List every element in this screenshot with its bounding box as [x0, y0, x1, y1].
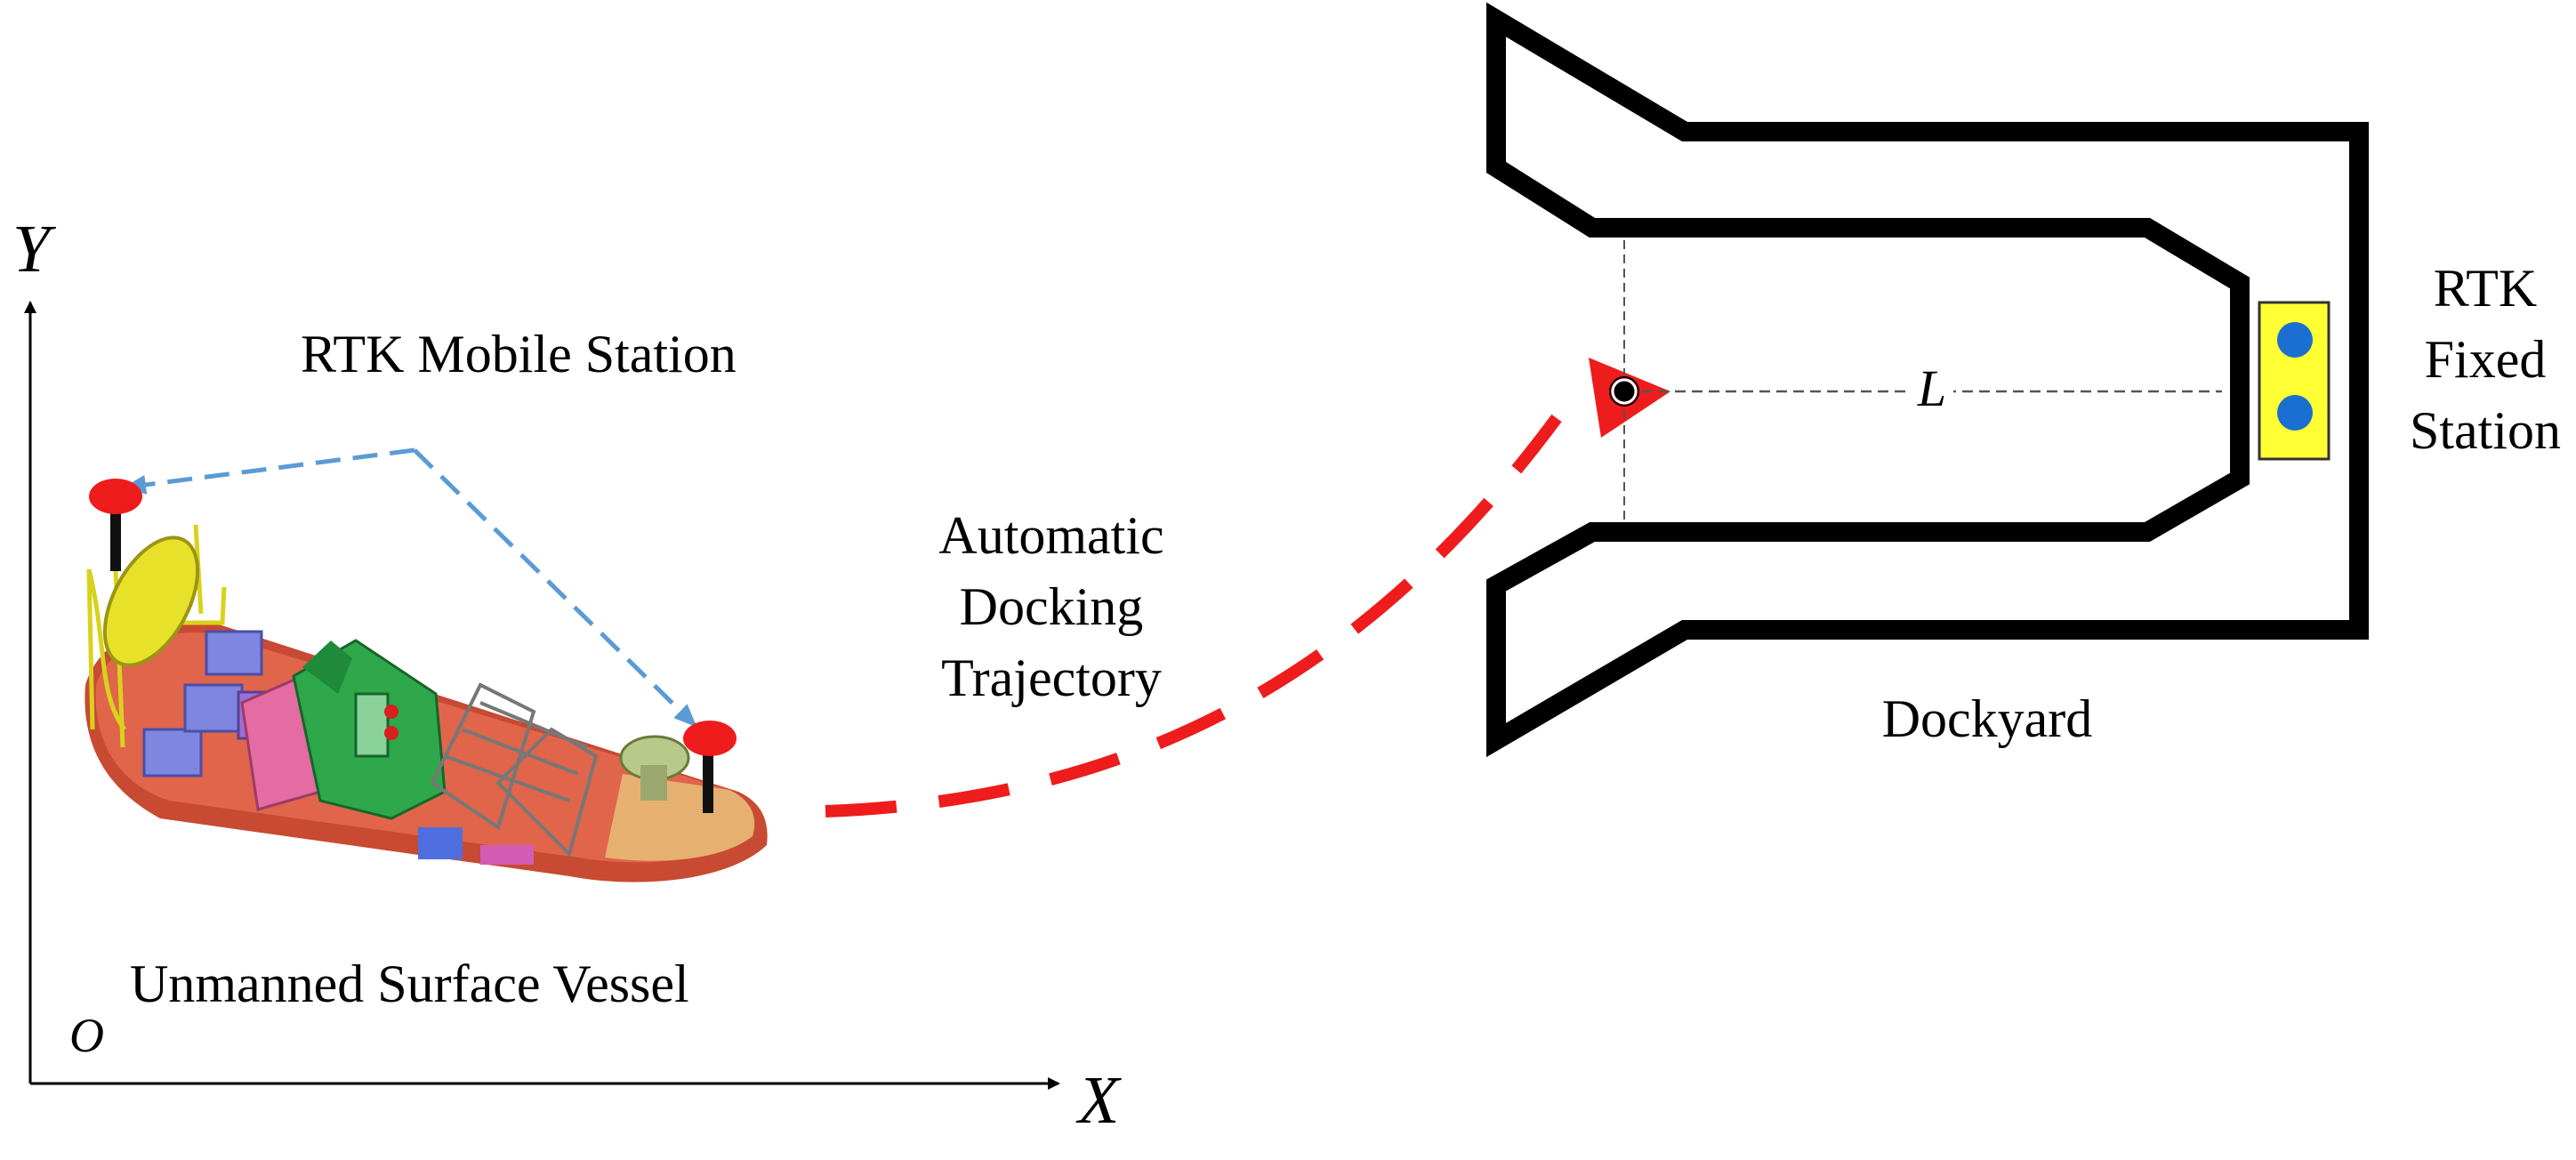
rtk-fixed-label-line2: Fixed — [2425, 330, 2547, 389]
rtk-fixed-label-line3: Station — [2410, 401, 2561, 460]
dockyard-label: Dockyard — [1882, 689, 2093, 748]
rtk-link-arrows — [123, 447, 697, 728]
origin-label: O — [69, 1009, 104, 1062]
equipment-box — [205, 630, 263, 676]
console-screen — [354, 692, 390, 758]
x-axis-label: X — [1075, 1063, 1122, 1138]
equipment-box — [142, 728, 203, 777]
rtk-link-arrow-rear — [123, 447, 415, 495]
deck-details — [384, 705, 534, 865]
dock-outer-wall — [1486, 2, 2369, 758]
dock-length-label: L — [1917, 359, 1946, 417]
vessel-buoy — [102, 536, 200, 667]
bow-winch-post — [640, 765, 667, 801]
length-label-bg — [1909, 365, 1953, 415]
rtk-fixed-label: RTK Fixed Station — [2410, 259, 2561, 460]
docking-trajectory — [825, 414, 1562, 818]
dockyard: L — [1486, 2, 2369, 758]
trajectory-label-line3: Trajectory — [941, 648, 1162, 707]
vessel-bow-deck — [605, 774, 755, 861]
y-axis-label: Y — [12, 212, 57, 286]
rtk-fixed-label-line1: RTK — [2434, 259, 2537, 318]
trajectory-label: Automatic Docking Trajectory — [938, 506, 1163, 707]
green-console-top — [302, 640, 352, 694]
reference-point — [1611, 378, 1638, 405]
coordinate-axes: Y X O — [12, 212, 1122, 1138]
trajectory-label-line1: Automatic — [938, 506, 1163, 565]
rtk-antenna-bow — [683, 721, 737, 813]
rtk-antenna-rear — [89, 479, 142, 571]
equipment-racks — [430, 682, 599, 858]
rtk-mobile-station-label: RTK Mobile Station — [301, 325, 737, 383]
vessel-illustration — [85, 479, 768, 882]
fixed-station-antenna — [2277, 322, 2313, 358]
vessel-label: Unmanned Surface Vessel — [130, 955, 689, 1013]
rtk-fixed-station — [2258, 301, 2330, 461]
rtk-link-arrow-bow — [413, 448, 697, 728]
trajectory-label-line2: Docking — [960, 577, 1144, 636]
equipment-box — [183, 683, 244, 733]
fixed-station-antenna — [2277, 395, 2313, 431]
